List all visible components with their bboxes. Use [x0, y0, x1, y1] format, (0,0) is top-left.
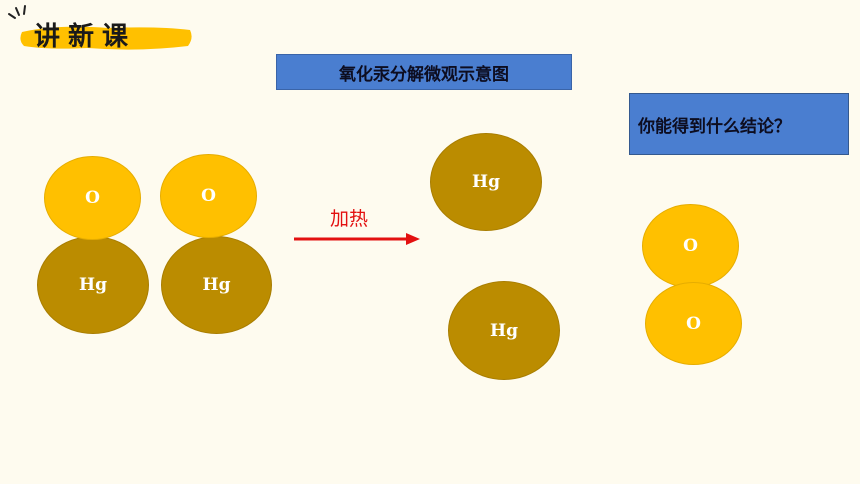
reactant-mercury-atom-2: Hg: [161, 236, 272, 334]
diagram-title: 氧化汞分解微观示意图: [276, 54, 572, 90]
product-oxygen-atom-1: O: [642, 204, 739, 288]
reactant-mercury-atom-1: Hg: [37, 236, 149, 334]
brush-stroke-decoration: [20, 26, 192, 50]
reactant-oxygen-atom-2: O: [160, 154, 257, 238]
product-mercury-atom-2: Hg: [448, 281, 560, 380]
reaction-condition-label: 加热: [330, 208, 369, 230]
reactant-oxygen-atom-1: O: [44, 156, 141, 240]
question-box: 你能得到什么结论？: [629, 93, 849, 155]
sparkle-icon: [8, 5, 26, 19]
product-oxygen-atom-2: O: [645, 282, 742, 365]
section-badge-text: 讲新课: [34, 22, 137, 52]
reaction-arrow-icon: [294, 233, 420, 245]
product-mercury-atom-1: Hg: [430, 133, 542, 231]
